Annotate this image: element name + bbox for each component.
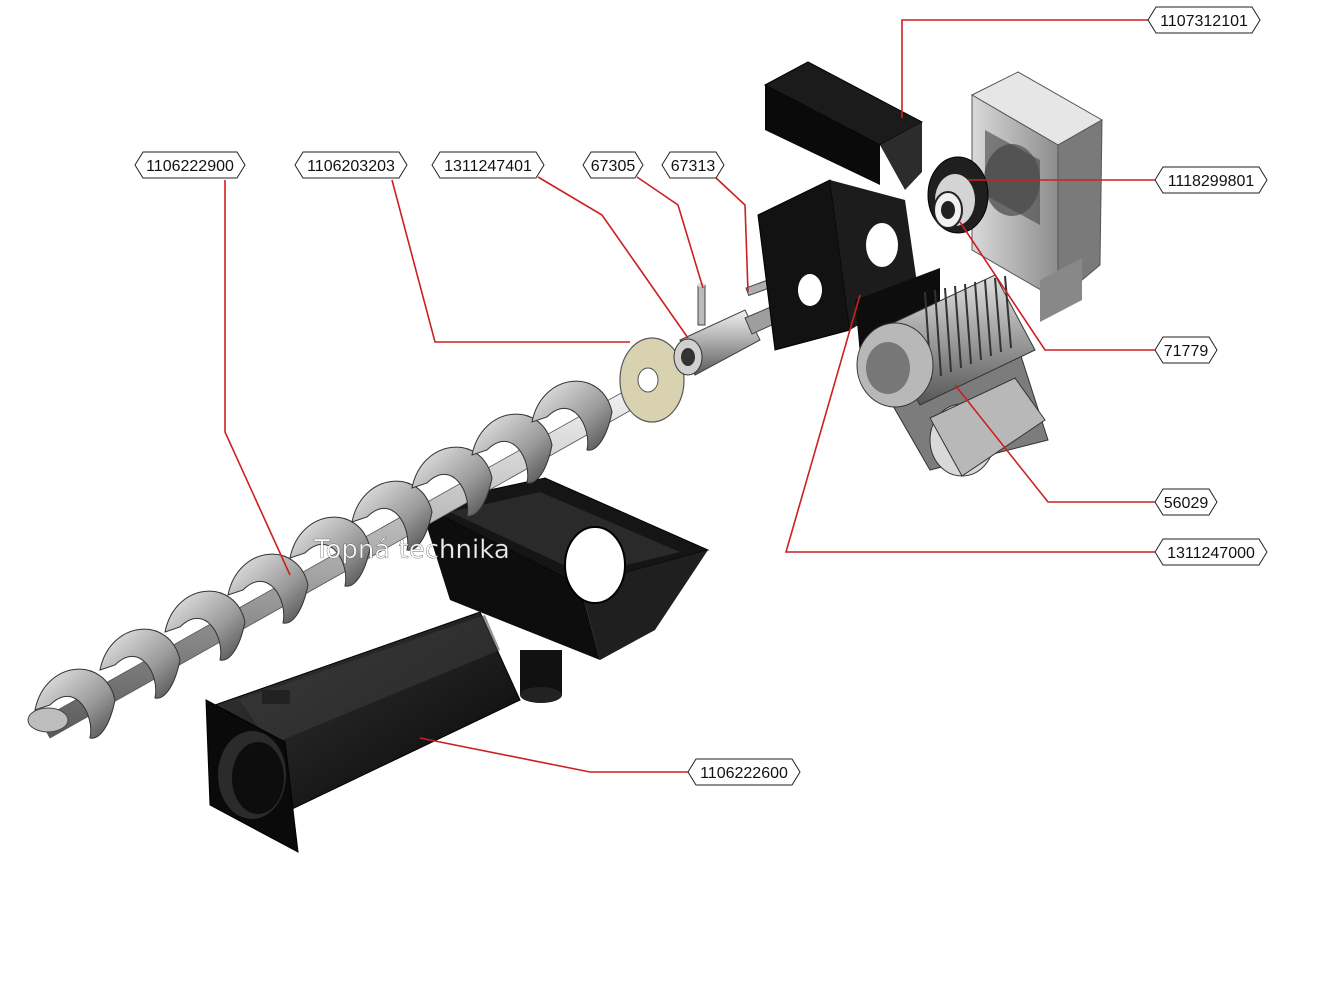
auger-flight: [289, 516, 371, 587]
part-tag-1311247000: 1311247000: [1154, 538, 1268, 566]
motor-fin: [944, 287, 952, 373]
bearing: [933, 191, 963, 229]
part-number-label: 67313: [671, 158, 716, 175]
auger-flight: [531, 380, 613, 451]
washer-disc: [619, 337, 685, 423]
part-tag-1107312101: 1107312101: [1147, 6, 1261, 34]
auger-flight: [471, 413, 553, 484]
part-tag-71779: 71779: [1154, 336, 1218, 364]
leader-lines: [224, 19, 1155, 773]
part-tag-67305: 67305: [582, 151, 644, 179]
motor-fin: [994, 277, 1002, 353]
cover-bracket: [763, 61, 924, 190]
auger-flight: [34, 668, 116, 739]
part-number-label: 1106222900: [146, 158, 234, 175]
leader-line-1106222600: [419, 737, 688, 773]
leader-line-1106203203: [391, 179, 630, 343]
part-tag-56029: 56029: [1154, 488, 1218, 516]
leader-line-1107312101: [901, 19, 1148, 118]
part-tag-1106222600: 1106222600: [687, 758, 801, 786]
leader-line-67313: [714, 176, 749, 293]
motor-fin: [974, 281, 982, 361]
auger-tube-housing: [205, 477, 710, 853]
leader-line-1311247401: [537, 176, 689, 339]
part-tag-1106222900: 1106222900: [134, 151, 246, 179]
part-number-tags: 1106222900 1106203203 1311247401 67305 67313…: [134, 6, 1268, 786]
auger-flight: [99, 628, 181, 699]
leader-line-67305: [636, 176, 704, 289]
part-tag-1311247401: 1311247401: [431, 151, 545, 179]
part-tag-1118299801: 1118299801: [1154, 166, 1268, 194]
part-number-label: 1106222600: [700, 765, 788, 782]
auger-flight: [351, 480, 433, 551]
part-number-label: 1107312101: [1160, 13, 1248, 30]
part-number-label: 56029: [1164, 495, 1209, 512]
part-number-label: 1118299801: [1168, 173, 1255, 190]
motor-fin: [934, 289, 942, 377]
leader-line-1311247000: [784, 294, 1155, 553]
watermark-text: Topná technika: [313, 535, 510, 565]
auger-screw: [27, 380, 641, 739]
part-number-label: 1311247401: [444, 158, 532, 175]
pin: [697, 283, 706, 326]
part-number-label: 1106203203: [307, 158, 395, 175]
leader-line-1106222900: [224, 180, 291, 576]
part-number-label: 71779: [1164, 343, 1209, 360]
part-number-label: 67305: [591, 158, 636, 175]
motor-fin: [964, 283, 972, 365]
motor-fin: [1004, 275, 1012, 349]
motor-fin: [954, 285, 962, 369]
motor-fin: [984, 279, 992, 357]
leader-line-71779: [959, 221, 1155, 351]
auger-flight: [164, 590, 246, 661]
part-tag-1106203203: 1106203203: [294, 151, 408, 179]
leader-line-56029: [954, 384, 1155, 503]
part-number-label: 1311247000: [1167, 545, 1255, 562]
auger-flight: [411, 446, 493, 517]
gearbox-housing: [970, 71, 1104, 322]
part-tag-67313: 67313: [661, 151, 725, 179]
